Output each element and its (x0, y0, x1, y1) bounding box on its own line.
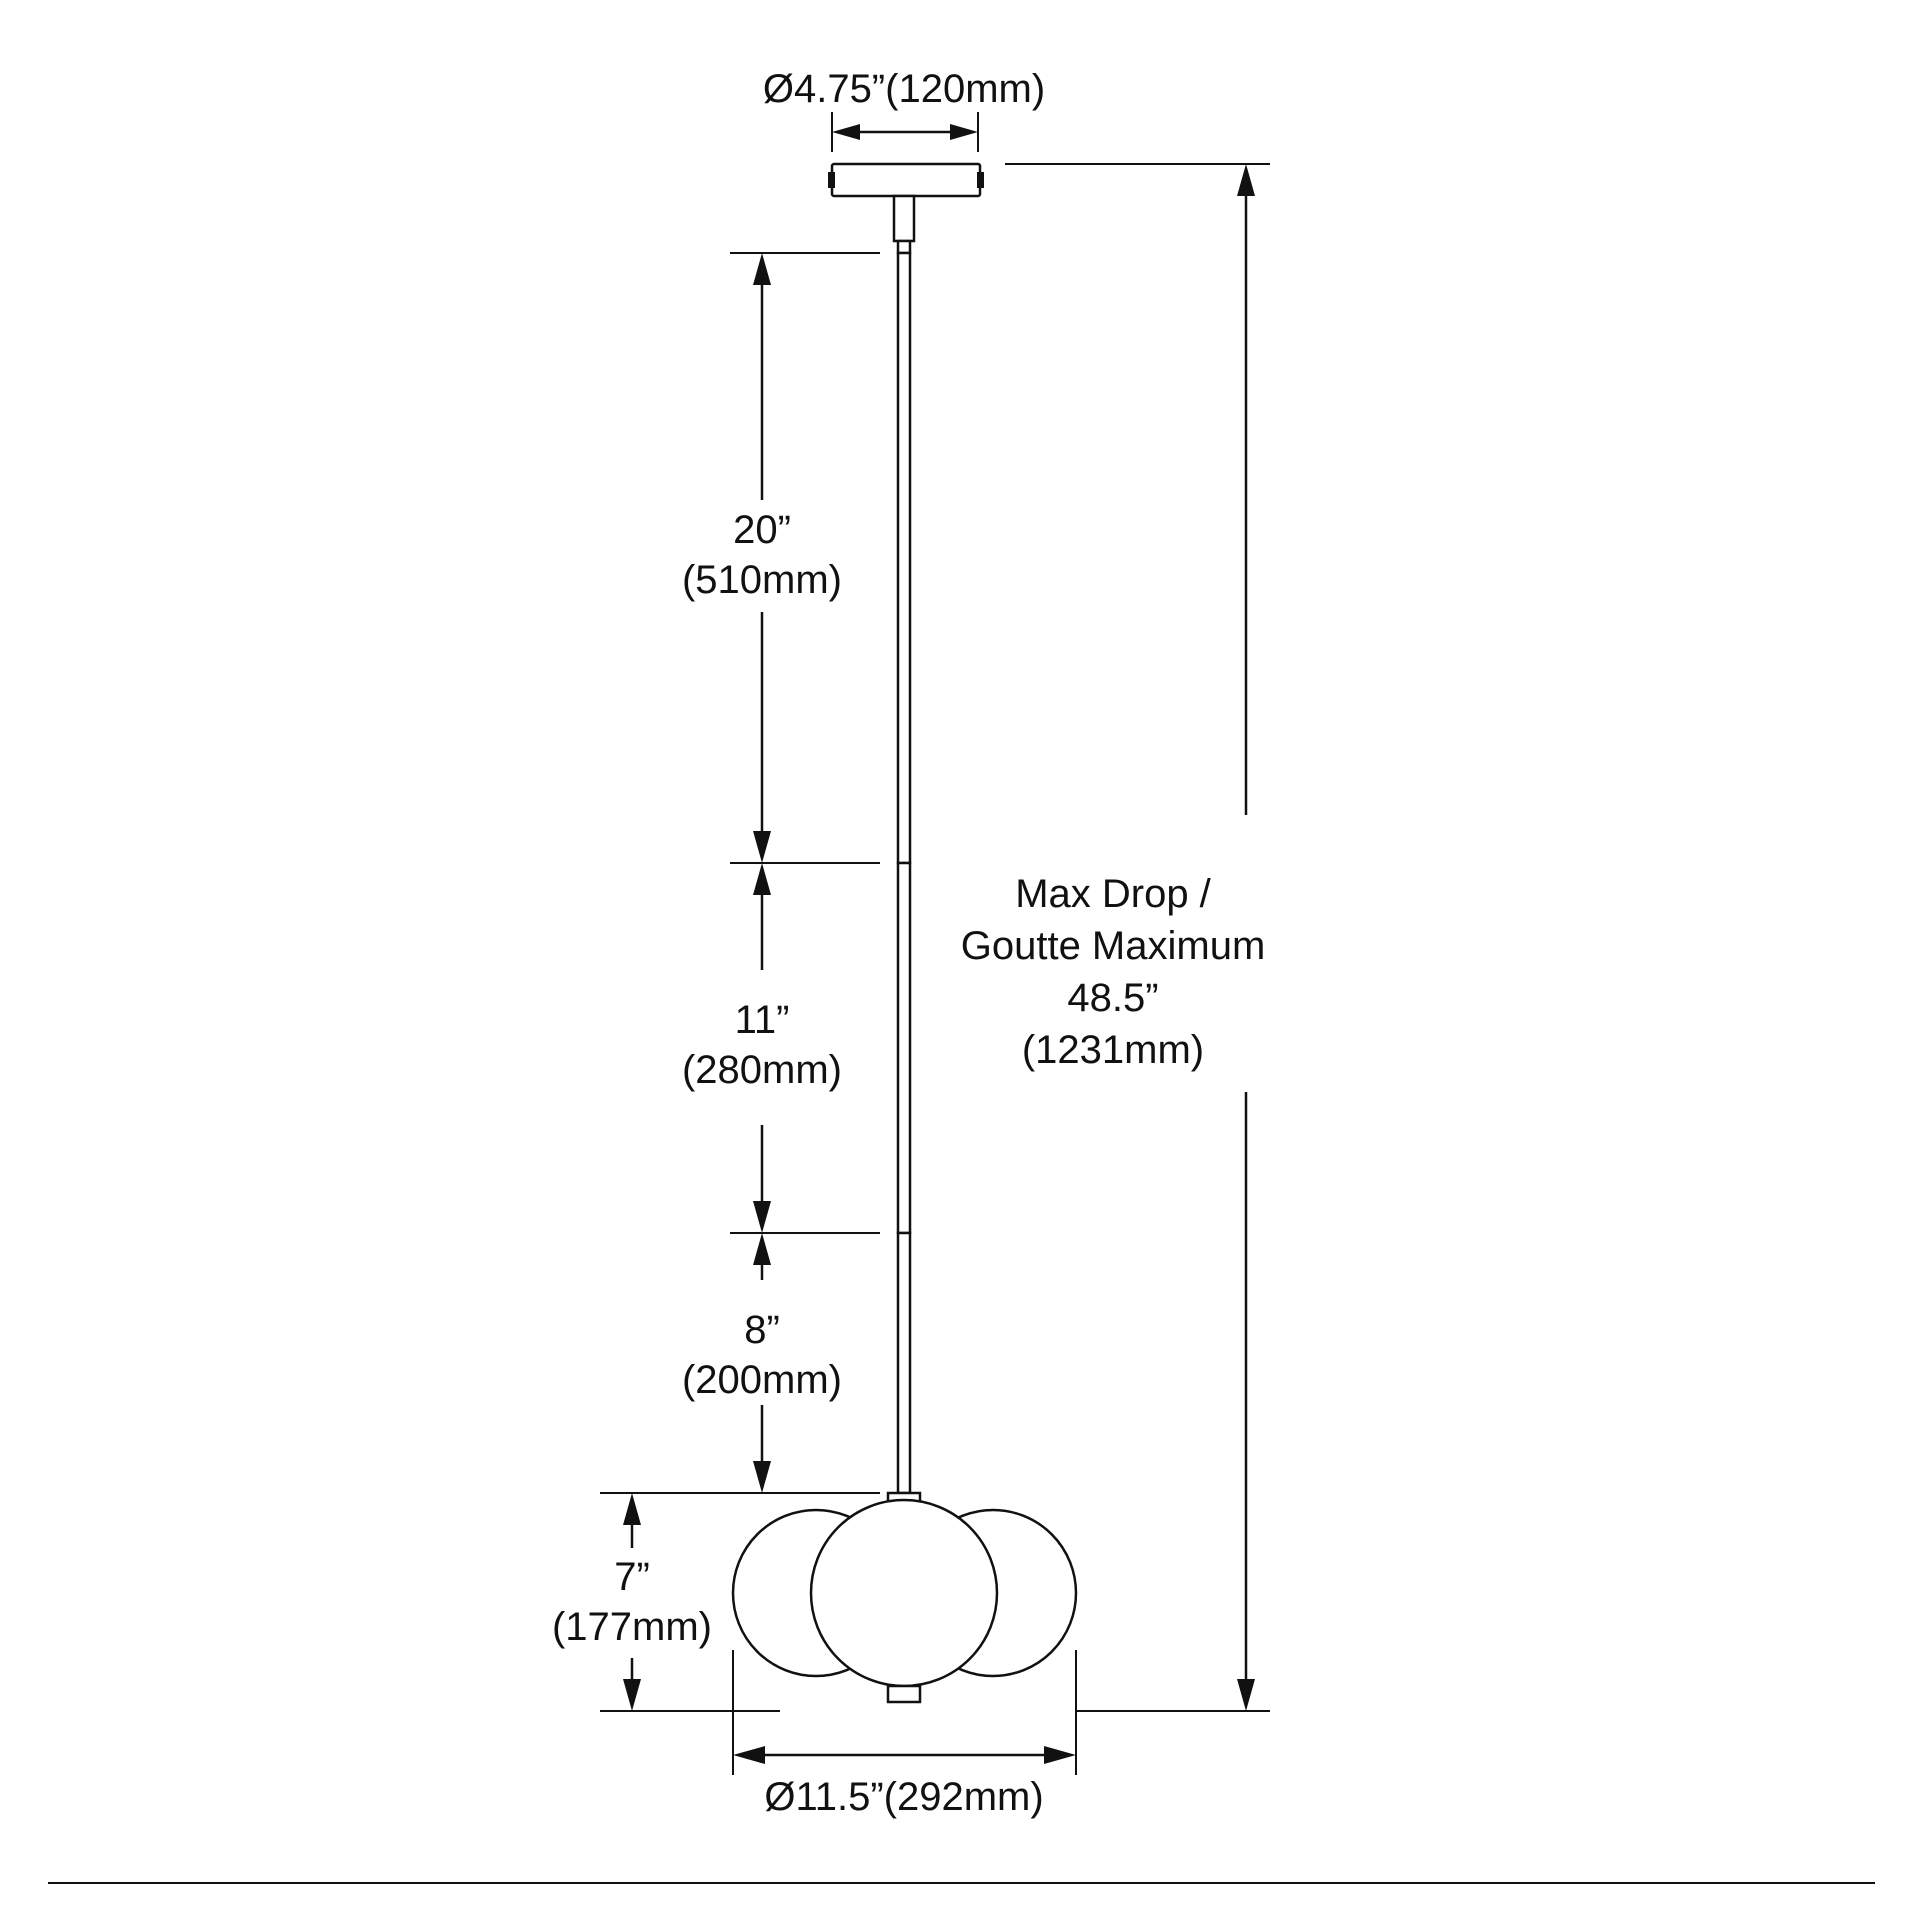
max-drop-mm: (1231mm) (1022, 1028, 1204, 1072)
shade-height-mm: (177mm) (552, 1605, 712, 1649)
stem-top-inches: 20” (733, 508, 791, 552)
stem-bottom-mm: (200mm) (682, 1358, 842, 1402)
stem-top-mm: (510mm) (682, 558, 842, 602)
pendant-fixture (731, 162, 1078, 1704)
max-drop-dimension (1005, 163, 1270, 1712)
stem-middle-mm: (280mm) (682, 1048, 842, 1092)
canopy-diameter-dimension (831, 112, 979, 152)
stem-bottom-inches: 8” (744, 1308, 780, 1352)
max-drop-title-en: Max Drop / (1015, 872, 1211, 916)
stem-middle-inches: 11” (735, 998, 790, 1042)
shade-height-dimension (600, 1492, 872, 1712)
rod (896, 251, 912, 1495)
canopy-diameter-label: Ø4.75”(120mm) (763, 67, 1045, 111)
stem-dimension-lines (730, 252, 880, 1494)
shade-diameter-label: Ø11.5”(292mm) (764, 1775, 1043, 1819)
stem-connector (892, 194, 916, 255)
canopy (828, 162, 984, 198)
globe-cluster (731, 1498, 1078, 1688)
max-drop-inches: 48.5” (1067, 976, 1158, 1020)
shade-height-inches: 7” (614, 1555, 650, 1599)
bottom-finial (886, 1684, 922, 1704)
globe-front (809, 1498, 999, 1688)
max-drop-title-fr: Goutte Maximum (961, 924, 1266, 968)
shade-diameter-dimension (732, 1650, 1077, 1775)
